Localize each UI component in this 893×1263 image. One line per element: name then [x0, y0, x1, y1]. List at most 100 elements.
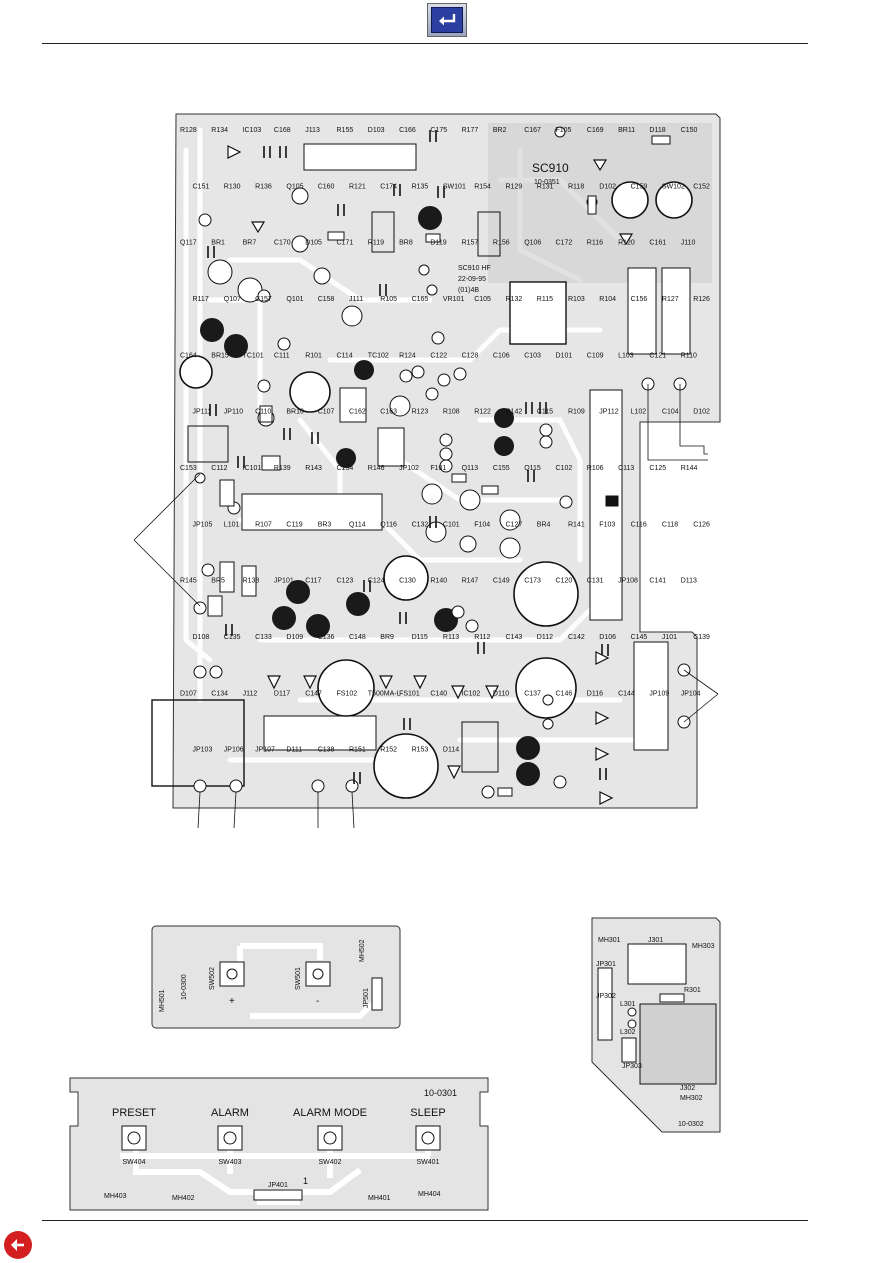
component-label: JP108: [618, 578, 638, 585]
component-label: JP102: [399, 465, 419, 472]
component-label: C161: [649, 240, 666, 247]
component-label: D108: [193, 634, 210, 641]
component-label: JP109: [649, 690, 669, 697]
component-label: C119: [286, 521, 302, 528]
board-0300-jp501: JP501: [363, 988, 370, 1008]
board-10-0300: 10-0300 MH501 SW502 SW501 MH502 JP501 + …: [151, 925, 401, 1029]
component-label: BR10: [286, 409, 304, 416]
component-label: J101: [662, 634, 677, 641]
component-label: IC101: [243, 465, 262, 472]
board-0302-jp303: JP303: [622, 1063, 642, 1070]
component-label: R128: [180, 127, 197, 134]
component-label: R120: [618, 240, 635, 247]
component-label: R130: [224, 183, 241, 190]
return-button[interactable]: [427, 3, 467, 37]
component-label: D105: [305, 240, 322, 247]
component-label: C131: [587, 578, 604, 585]
component-label: Q106: [524, 240, 541, 247]
component-label: R146: [368, 465, 385, 472]
component-label: C116: [631, 521, 647, 528]
component-label: C155: [493, 465, 510, 472]
component-label: C103: [524, 352, 541, 359]
component-label: R145: [180, 578, 197, 585]
ic103: [303, 143, 417, 171]
component-label: C112: [211, 465, 227, 472]
component-label: D107: [180, 690, 197, 697]
component-label: R101: [305, 352, 322, 359]
component-label: C151: [193, 183, 210, 190]
component-label: C115: [537, 409, 553, 416]
component-label: JP103: [193, 747, 213, 754]
board-0302-number: 10-0302: [678, 1121, 704, 1128]
component-label: R142: [506, 409, 523, 416]
board-0302-jp302: JP302: [596, 993, 616, 1000]
component-label: C133: [255, 634, 272, 641]
cap-tc101: [179, 355, 213, 389]
component-label: C128: [462, 352, 479, 359]
component-label: R151: [349, 747, 366, 754]
footer-rule: [42, 1220, 808, 1221]
component-label: D111: [286, 747, 302, 754]
board-0301-number: 10-0301: [424, 1088, 457, 1098]
component-label: C174: [380, 183, 397, 190]
main-board: SC910 10-0351 SC910 HF 22-09-95 (01)4B R…: [133, 113, 721, 829]
component-label: BR5: [211, 578, 225, 585]
component-label: C171: [337, 240, 354, 247]
component-label: D102: [693, 409, 710, 416]
component-label: FS102: [337, 690, 358, 697]
component-label: R134: [211, 127, 228, 134]
component-label: R116: [587, 240, 603, 247]
component-label: D101: [556, 352, 573, 359]
component-label: C160: [318, 183, 335, 190]
board-0300-number: 10-0300: [181, 974, 188, 1000]
component-label: JP112: [599, 409, 618, 416]
component-label: JP110: [224, 409, 243, 416]
component-label: D119: [430, 240, 446, 247]
component-label: JP104: [681, 690, 701, 697]
switch-ref: SW404: [123, 1159, 146, 1166]
component-label: F103: [599, 521, 615, 528]
board-10-0302: MH301 J301 MH303 JP301 JP302 R301 L301 L…: [591, 917, 721, 1133]
component-label: C124: [368, 578, 385, 585]
component-label: F105: [556, 127, 572, 134]
component-label: C150: [681, 127, 698, 134]
component-label: R140: [430, 578, 447, 585]
component-label: R105: [380, 296, 397, 303]
ic102: [461, 721, 499, 773]
component-label: J113: [305, 127, 320, 134]
component-label: C140: [430, 690, 447, 697]
component-label: C144: [618, 690, 635, 697]
component-label: C107: [318, 409, 335, 416]
board-0302-r301: R301: [684, 987, 701, 994]
component-label: D110: [493, 690, 509, 697]
component-label: C104: [662, 409, 679, 416]
component-label: JP101: [274, 578, 294, 585]
component-label: D117: [274, 690, 290, 697]
component-label: R144: [681, 465, 698, 472]
l102-module: [187, 425, 229, 463]
component-label: R135: [412, 183, 429, 190]
component-label: BR2: [493, 127, 507, 134]
switch-actuator: [421, 1131, 435, 1145]
component-label: BR4: [537, 521, 551, 528]
component-label: C110: [255, 409, 271, 416]
component-label: C137: [524, 690, 541, 697]
component-label: BR11: [618, 127, 635, 134]
component-label: R156: [493, 240, 510, 247]
component-label: R107: [255, 521, 272, 528]
component-label: C153: [180, 465, 197, 472]
component-label: C169: [587, 127, 604, 134]
component-label: R153: [412, 747, 429, 754]
component-label: Q114: [349, 521, 366, 528]
component-label: IC102: [462, 690, 481, 697]
component-label: C126: [693, 521, 710, 528]
component-label: J111: [349, 296, 363, 303]
switch-preset: [121, 1125, 147, 1151]
component-label: C175: [430, 127, 447, 134]
component-label: F101: [430, 465, 446, 472]
component-label: R127: [662, 296, 679, 303]
component-label: C142: [568, 634, 585, 641]
component-label: R110: [681, 352, 697, 359]
back-button[interactable]: [4, 1231, 32, 1259]
